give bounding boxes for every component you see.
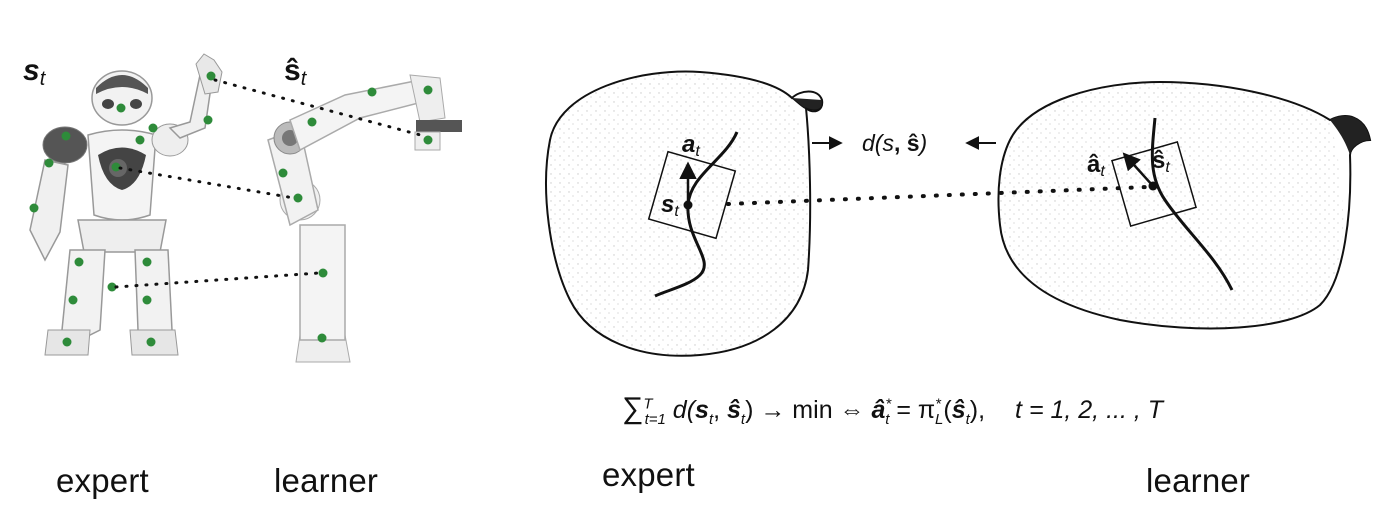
- joint-dot: [278, 168, 288, 178]
- joint-dot: [142, 257, 152, 267]
- joint-dot: [307, 117, 317, 127]
- humanoid-robot: [29, 53, 223, 356]
- correspondence-lines: [114, 78, 426, 289]
- svg-text:at: at: [682, 131, 700, 160]
- joint-dot: [116, 103, 126, 113]
- joint-dot: [107, 282, 117, 292]
- expert-manifold: [545, 70, 824, 357]
- svg-text:st: st: [23, 54, 47, 90]
- joint-dot: [135, 135, 145, 145]
- robot-arm: [267, 74, 462, 363]
- caption-learner-right: learner: [1146, 462, 1251, 499]
- robot-arm-joint-dots: [278, 85, 433, 343]
- joint-dot: [146, 337, 156, 347]
- joint-dot: [206, 71, 216, 81]
- state-correspondence-line: [726, 185, 1150, 206]
- joint-dot: [423, 135, 433, 145]
- joint-dot: [203, 115, 213, 125]
- caption-expert-right: expert: [602, 456, 695, 493]
- label-s-t: s: [661, 191, 674, 218]
- joint-dot: [142, 295, 152, 305]
- joint-dot: [423, 85, 433, 95]
- svg-text:st: st: [661, 191, 679, 220]
- robot-state-labels: st ŝt: [23, 54, 308, 90]
- joint-dot: [29, 203, 39, 213]
- joint-dot: [61, 131, 71, 141]
- joint-dot: [367, 87, 377, 97]
- label-a-t: a: [682, 131, 695, 158]
- joint-dot: [74, 257, 84, 267]
- caption-expert-left: expert: [56, 462, 149, 499]
- distance-indicator: d(s, ŝ): [812, 130, 996, 156]
- objective-formula: ∑Tt=1 d(st, ŝt) → min ⇔ â*t = π*L(ŝt),t …: [622, 392, 1164, 428]
- joint-dot: [148, 123, 158, 133]
- joint-dot: [317, 333, 327, 343]
- joint-dot: [293, 193, 303, 203]
- joint-dot: [318, 268, 328, 278]
- label-s-hat-t: ŝ: [1152, 147, 1165, 174]
- expert-manifold-labels: at st: [661, 131, 700, 220]
- joint-dot: [44, 158, 54, 168]
- svg-text:ât: ât: [1087, 151, 1105, 180]
- caption-learner-left: learner: [274, 462, 379, 499]
- humanoid-joint-dots: [29, 71, 216, 347]
- svg-text:d(s, ŝ): d(s, ŝ): [862, 130, 927, 156]
- joint-dot: [68, 295, 78, 305]
- joint-dot: [111, 162, 121, 172]
- label-a-hat: â: [1087, 151, 1101, 178]
- svg-text:ŝt: ŝt: [284, 54, 308, 90]
- learner-manifold-labels: ât ŝt: [1087, 147, 1170, 180]
- label-s-hat: ŝ: [284, 54, 301, 87]
- joint-dot: [62, 337, 72, 347]
- learner-manifold: [997, 80, 1372, 330]
- label-s: s: [23, 54, 40, 87]
- svg-text:ŝt: ŝt: [1152, 147, 1170, 176]
